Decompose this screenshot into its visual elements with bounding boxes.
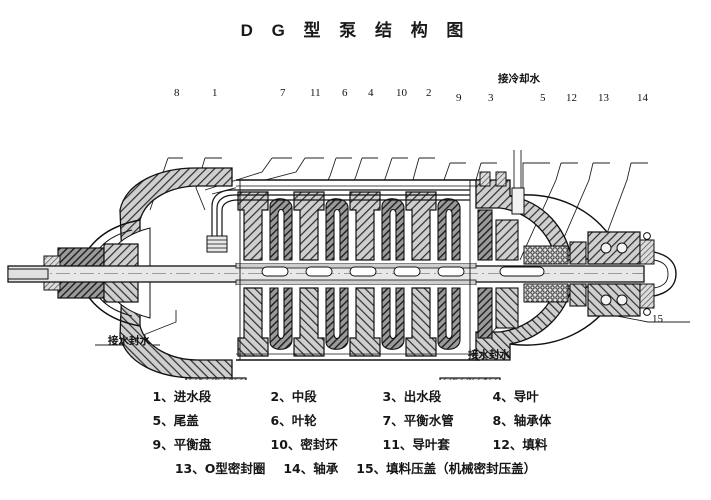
stuffing-box-and-bearing bbox=[523, 231, 677, 317]
stage-1 bbox=[237, 191, 293, 357]
pump-section-drawing: 8 1 7 11 6 4 10 2 9 3 5 12 13 14 15 接冷却水… bbox=[0, 60, 711, 380]
stage-3 bbox=[349, 191, 405, 357]
legend-item-7: 7、平衡水管 bbox=[382, 413, 454, 428]
legend-item-13: 13、O型密封圈 bbox=[174, 461, 266, 476]
callout-14: 14 bbox=[637, 92, 648, 104]
legend-item-1: 1、进水段 bbox=[152, 389, 212, 404]
stage-2 bbox=[293, 191, 349, 357]
pump-svg bbox=[7, 150, 690, 380]
stage-4 bbox=[405, 191, 461, 357]
cooling-water-leader bbox=[513, 150, 522, 188]
drawing-ink bbox=[7, 150, 690, 380]
legend-item-14: 14、轴承 bbox=[283, 461, 339, 476]
legend-item-6: 6、叶轮 bbox=[270, 413, 317, 428]
legend-item-11: 11、导叶套 bbox=[382, 437, 450, 452]
callout-9: 9 bbox=[456, 92, 462, 104]
legend-row-4: 13、O型密封圈 14、轴承 15、填料压盖（机械密封压盖） bbox=[0, 458, 711, 477]
callout-13: 13 bbox=[598, 92, 609, 104]
callout-12: 12 bbox=[566, 92, 577, 104]
legend-row-1: 1、进水段 2、中段 3、出水段 4、导叶 bbox=[0, 386, 711, 405]
callout-6: 6 bbox=[342, 87, 348, 99]
tie-rods bbox=[239, 180, 471, 360]
callout-7: 7 bbox=[280, 87, 286, 99]
leader-15 bbox=[611, 314, 690, 323]
balance-disc-and-tail-cover bbox=[477, 187, 525, 339]
legend-item-8: 8、轴承体 bbox=[492, 413, 552, 428]
callout-15: 15 bbox=[652, 313, 663, 325]
callout-8: 8 bbox=[174, 87, 180, 99]
callout-4: 4 bbox=[368, 87, 374, 99]
legend-item-3: 3、出水段 bbox=[382, 389, 442, 404]
legend-item-10: 10、密封环 bbox=[270, 437, 338, 452]
legend-row-2: 5、尾盖 6、叶轮 7、平衡水管 8、轴承体 bbox=[0, 410, 711, 429]
stage-assembly bbox=[236, 179, 480, 361]
page-title: D G 型 泵 结 构 图 bbox=[240, 21, 471, 40]
callout-5: 5 bbox=[540, 92, 546, 104]
parts-legend: 1、进水段 2、中段 3、出水段 4、导叶 5、尾盖 6、叶轮 7、平衡水管 8… bbox=[0, 386, 711, 482]
annotation-water-seal-right: 接水封水 bbox=[468, 349, 510, 361]
legend-row-3: 9、平衡盘 10、密封环 11、导叶套 12、填料 bbox=[0, 434, 711, 453]
callout-11: 11 bbox=[310, 87, 321, 99]
annotation-cooling-water: 接冷却水 bbox=[498, 73, 540, 85]
callout-2: 2 bbox=[426, 87, 432, 99]
callout-10: 10 bbox=[396, 87, 407, 99]
pump-shaft bbox=[7, 262, 645, 286]
callout-1: 1 bbox=[212, 87, 218, 99]
legend-item-5: 5、尾盖 bbox=[152, 413, 199, 428]
legend-item-9: 9、平衡盘 bbox=[152, 437, 212, 452]
legend-item-12: 12、填料 bbox=[492, 437, 548, 452]
legend-item-2: 2、中段 bbox=[270, 389, 317, 404]
pump-base bbox=[185, 377, 501, 380]
annotation-water-seal-left: 接水封水 bbox=[108, 335, 150, 347]
legend-item-15: 15、填料压盖（机械密封压盖） bbox=[356, 461, 537, 476]
callout-3: 3 bbox=[488, 92, 494, 104]
legend-item-4: 4、导叶 bbox=[492, 389, 539, 404]
balance-water-pipe bbox=[206, 189, 470, 253]
